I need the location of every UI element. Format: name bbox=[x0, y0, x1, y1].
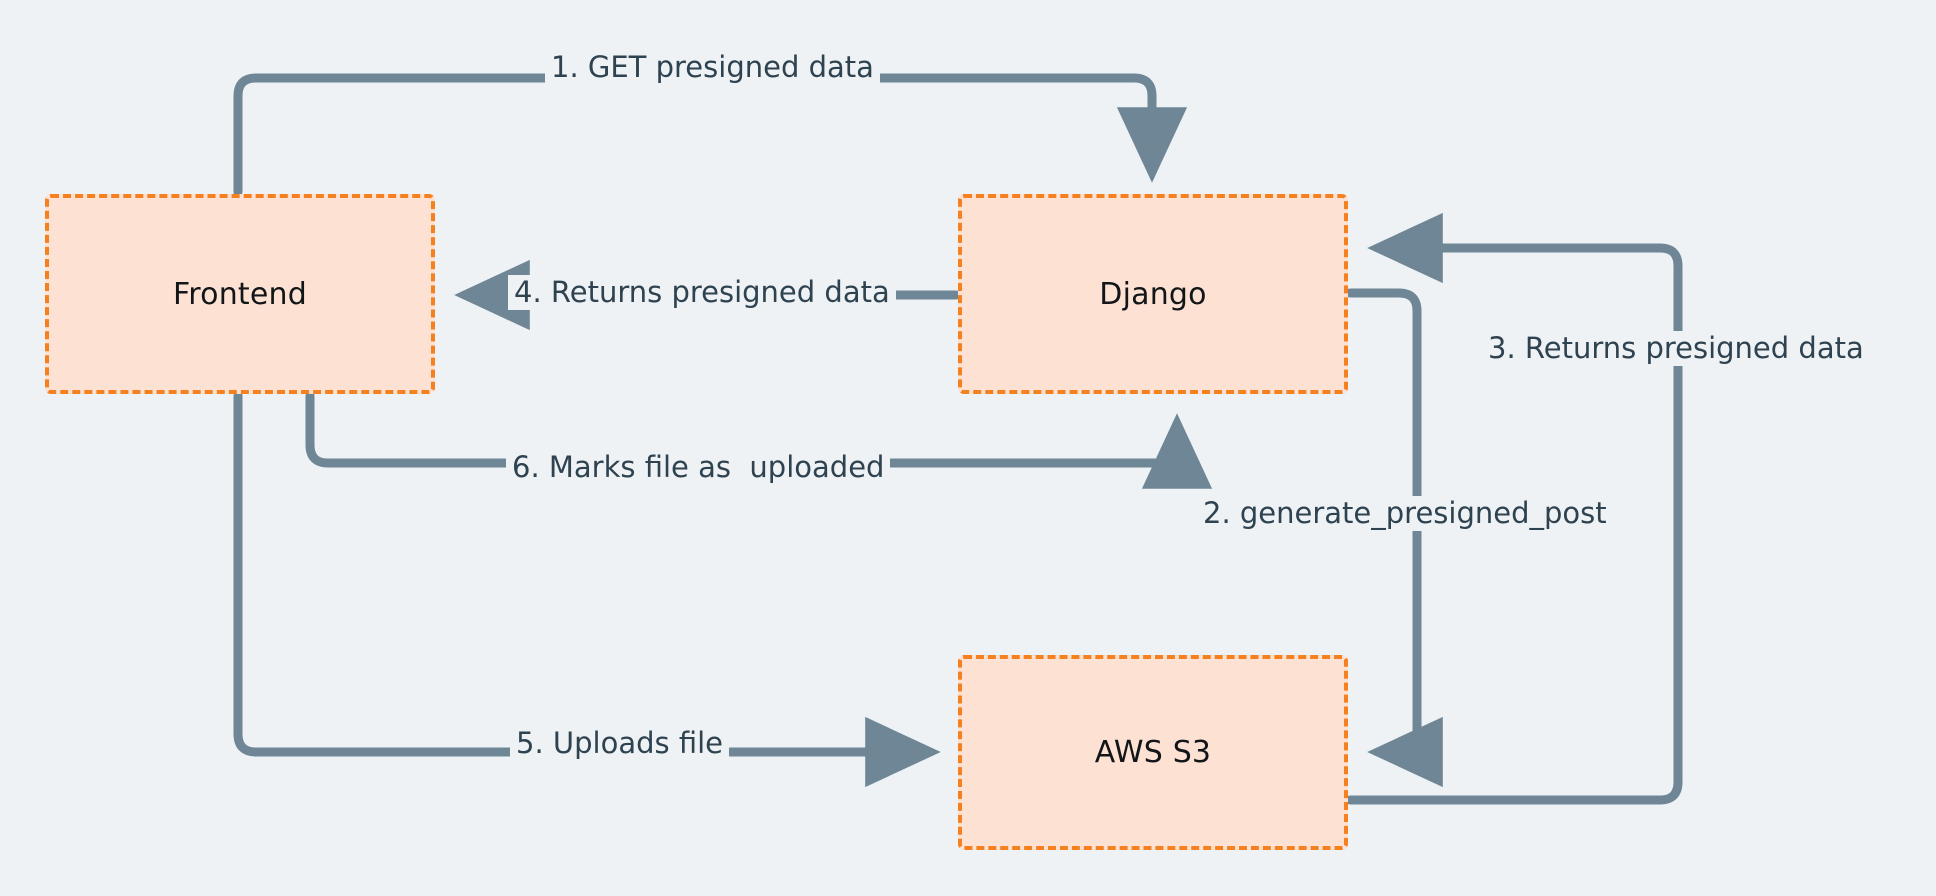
edge-label-5: 5. Uploads file bbox=[510, 726, 729, 761]
edge-label-1: 1. GET presigned data bbox=[545, 50, 880, 85]
node-django-label: Django bbox=[1099, 276, 1207, 312]
edge-label-2: 2. generate_presigned_post bbox=[1197, 496, 1613, 531]
edge-1-path bbox=[233, 73, 1188, 197]
node-aws-s3-label: AWS S3 bbox=[1094, 735, 1212, 770]
node-aws-s3[interactable]: AWS S3 bbox=[958, 655, 1348, 850]
edge-label-4: 4. Returns presigned data bbox=[508, 275, 896, 310]
node-django[interactable]: Django bbox=[958, 194, 1348, 394]
edge-3-path bbox=[1345, 212, 1683, 805]
edge-label-3: 3. Returns presigned data bbox=[1482, 331, 1870, 366]
node-frontend[interactable]: Frontend bbox=[45, 194, 435, 394]
edge-label-6: 6. Marks file as uploaded bbox=[506, 450, 891, 485]
node-frontend-label: Frontend bbox=[173, 276, 307, 312]
edge-5-path bbox=[233, 391, 941, 788]
